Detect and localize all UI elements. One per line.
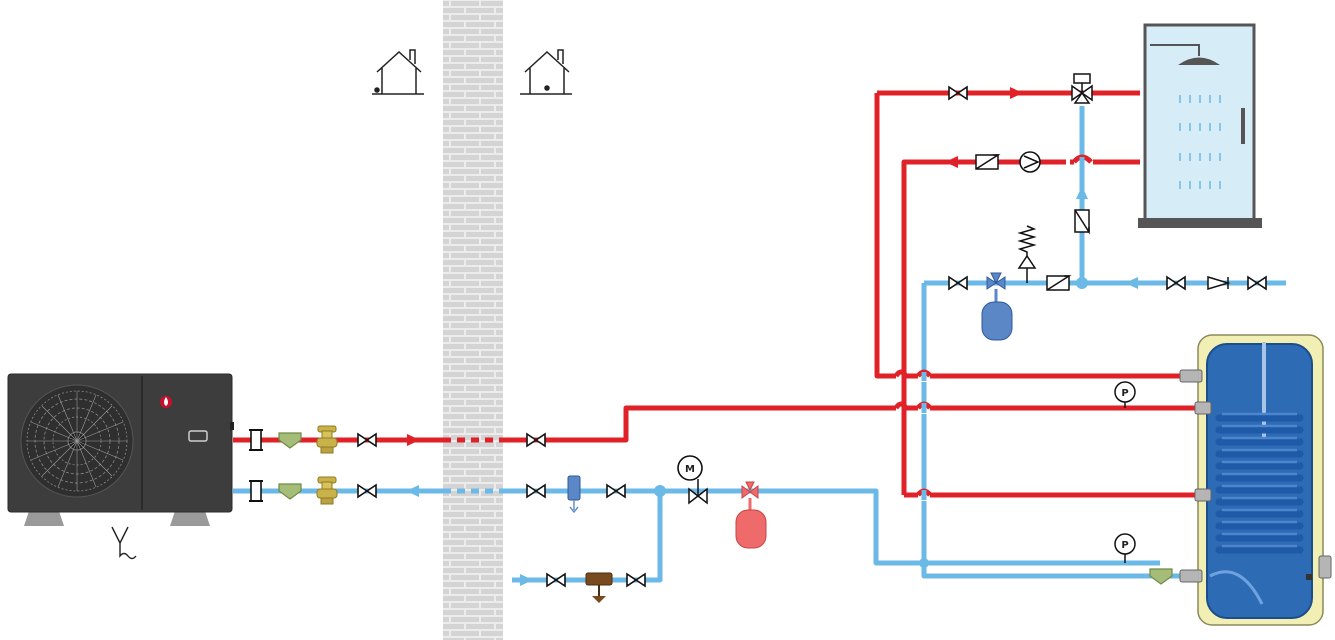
fill-valve-2[interactable] — [626, 573, 646, 587]
building-wall — [443, 0, 503, 640]
pressure-gauge-heating: P — [1114, 381, 1136, 408]
strainer-cold — [278, 483, 302, 500]
unit-display — [188, 430, 208, 442]
thermostatic-mixing-valve[interactable] — [1071, 73, 1093, 104]
cold-inlet-check-valve — [1074, 209, 1090, 233]
brand-logo — [160, 396, 172, 408]
recirculation-pump[interactable] — [1019, 151, 1041, 173]
svg-text:P: P — [1121, 388, 1128, 399]
pressure-gauge-return: P — [1114, 533, 1136, 563]
shutoff-valve-cold-indoor[interactable] — [526, 484, 546, 498]
heat-pump-unit — [7, 373, 234, 526]
cold-mains-valve-2[interactable] — [1247, 276, 1267, 290]
shower-head-icon — [1150, 44, 1220, 65]
shutoff-valve-hot-outdoor[interactable] — [357, 433, 377, 447]
flex-union-hot — [248, 429, 264, 451]
cold-mains-valve-1[interactable] — [1166, 276, 1186, 290]
anode-rod — [1262, 342, 1266, 442]
pressure-reducer — [585, 572, 613, 603]
shutoff-valve-cold-filter[interactable] — [606, 484, 626, 498]
cold-pipes — [233, 106, 1286, 583]
pipe-crossings — [893, 154, 1093, 501]
shutoff-valve-cold-outdoor[interactable] — [357, 484, 377, 498]
motorized-valve[interactable]: M — [677, 455, 708, 505]
shutoff-valve-hot-indoor[interactable] — [526, 433, 546, 447]
heat-exchanger-coil — [1215, 414, 1304, 554]
antifreeze-valve-hot — [316, 425, 338, 454]
hot-supply-valve[interactable] — [948, 86, 968, 100]
safety-relief-valve — [1017, 225, 1037, 283]
motor-icon — [677, 455, 703, 481]
tank-connections — [1179, 369, 1332, 583]
cold-branch-valve[interactable] — [948, 276, 968, 290]
shower-cabin — [1138, 23, 1262, 228]
backflow-preventer — [1207, 275, 1231, 291]
hot-pipes — [233, 90, 1200, 498]
antifreeze-valve-cold — [316, 476, 338, 505]
hot-water-storage-tank — [1179, 334, 1332, 626]
heat-pump-fan-icon — [20, 384, 134, 498]
house-outdoor-icon — [372, 49, 424, 95]
cold-supply-check-valve — [1046, 275, 1070, 291]
recirculation-check-valve — [975, 154, 999, 170]
strainer-hot — [278, 432, 302, 449]
fill-valve-1[interactable] — [546, 573, 566, 587]
expansion-vessel-sanitary — [981, 272, 1013, 341]
tee-junctions — [654, 277, 1088, 568]
flex-union-cold — [248, 480, 264, 502]
drain-icon — [111, 526, 137, 560]
strainer-tank-inlet — [1149, 568, 1173, 585]
house-indoor-icon — [520, 49, 572, 95]
motor-label: M — [685, 464, 695, 475]
expansion-vessel-heating — [735, 481, 767, 549]
magnetic-filter — [567, 475, 581, 514]
svg-text:P: P — [1121, 540, 1128, 551]
